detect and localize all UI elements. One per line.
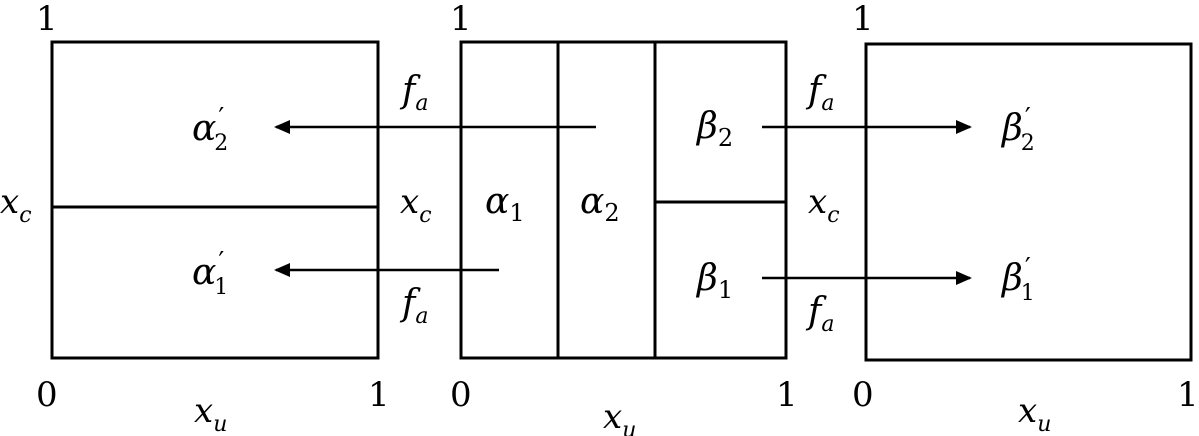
middle-box-alpha2-label: α2 xyxy=(580,181,620,227)
left-box-alpha1-prime-label: α′1 xyxy=(192,247,228,300)
middle-box-xu-label: xu xyxy=(603,397,636,436)
middle-box-frame xyxy=(459,40,788,360)
right-box-xu-label: xu xyxy=(1018,391,1051,436)
left-box-alpha2-prime-label: α′2 xyxy=(192,103,228,156)
left-box-xu-one: 1 xyxy=(368,375,390,415)
left-box-origin-zero: 0 xyxy=(36,375,58,415)
right-box-xu-one: 1 xyxy=(1177,375,1199,415)
map-label-right-top: fa xyxy=(805,70,834,116)
right-box-origin-zero: 0 xyxy=(852,375,874,415)
right-box xyxy=(864,42,1193,362)
left-box-xu-label: xu xyxy=(194,391,227,436)
map-label-left-top: fa xyxy=(399,70,428,116)
left-box-frame xyxy=(50,40,380,360)
left-box-xc-left-label: xc xyxy=(0,182,32,228)
middle-box-alpha1-label: α1 xyxy=(485,181,525,227)
right-box-beta2-prime-label: β′2 xyxy=(1000,103,1035,156)
map-label-left-bottom: fa xyxy=(399,283,428,329)
middle-box-beta2-label: β2 xyxy=(695,106,733,152)
middle-box-xu-one: 1 xyxy=(776,375,798,415)
left-box-xc-right-label: xc xyxy=(400,182,432,228)
right-box-beta1-prime-label: β′1 xyxy=(1000,253,1035,306)
map-label-right-bottom: fa xyxy=(805,291,834,337)
left-box xyxy=(50,40,380,360)
middle-box-origin-zero: 0 xyxy=(450,375,472,415)
middle-box xyxy=(459,40,788,360)
middle-box-xc-right-label: xc xyxy=(808,182,840,228)
middle-box-beta1-label: β1 xyxy=(695,258,733,304)
right-box-top-one: 1 xyxy=(852,0,874,39)
right-box-frame xyxy=(864,42,1193,362)
left-box-top-one: 1 xyxy=(36,0,58,39)
middle-box-top-one: 1 xyxy=(450,0,472,39)
